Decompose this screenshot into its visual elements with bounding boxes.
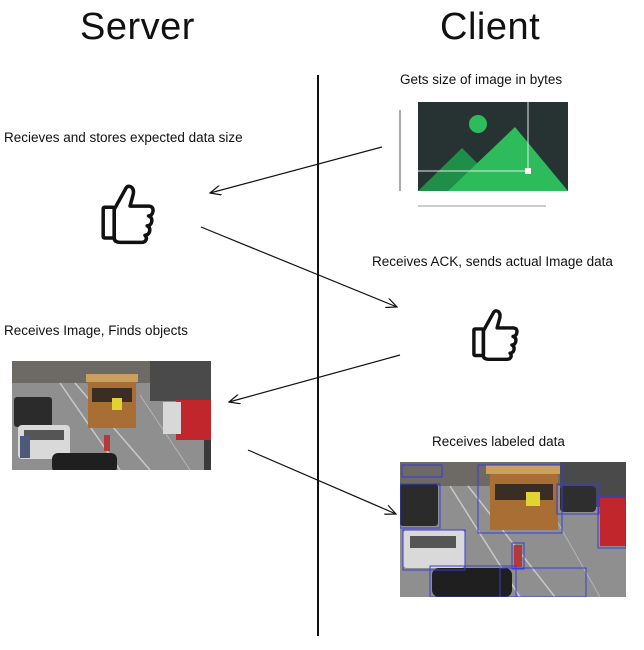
thumbs-up-icon — [101, 184, 155, 245]
street-scene-photo — [12, 361, 211, 470]
client-receives-ack-label: Receives ACK, sends actual Image data — [372, 254, 613, 269]
image-icon — [399, 102, 568, 207]
client-header: Client — [440, 6, 541, 48]
arrow-ack-to-client — [200, 226, 397, 307]
thumbs-up-icon — [472, 309, 519, 362]
arrow-image-to-server — [229, 354, 401, 402]
labeled-street-scene-photo — [400, 462, 626, 597]
server-header: Server — [80, 6, 195, 48]
arrow-labeled-to-client — [247, 449, 396, 514]
server-stores-size-label: Recieves and stores expected data size — [4, 130, 243, 145]
arrow-size-to-server — [210, 146, 383, 193]
client-receives-labeled-label: Receives labeled data — [432, 434, 565, 449]
client-gets-size-label: Gets size of image in bytes — [400, 72, 563, 87]
server-receives-image-label: Receives Image, Finds objects — [4, 323, 188, 338]
